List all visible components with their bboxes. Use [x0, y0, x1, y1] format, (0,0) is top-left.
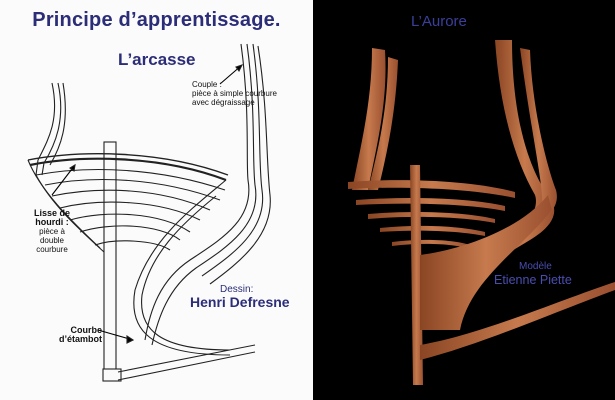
- model-credit-name: Etienne Piette: [494, 273, 572, 287]
- couple-annotation: Couple : pièce à simple courbure avec dé…: [192, 80, 277, 107]
- model-title: L’Aurore: [411, 13, 467, 30]
- couple-heading: Couple :: [192, 80, 222, 89]
- lisse-line-2: double: [39, 236, 65, 245]
- lisse-heading-2: hourdi :: [35, 217, 69, 227]
- courbe-heading-2: d’étambot: [58, 334, 102, 344]
- arcasse-line-drawing: [27, 43, 271, 382]
- diagram-subtitle: L’arcasse: [118, 50, 196, 69]
- lisse-line-3: courbure: [36, 245, 68, 254]
- model-credit-label: Modèle: [519, 261, 552, 272]
- page-title: Principe d’apprentissage.: [32, 9, 281, 31]
- drawing-credit-name: Henri Defresne: [190, 294, 290, 310]
- courbe-heading-1: Courbe: [70, 325, 103, 335]
- drawing-credit-label: Dessin:: [220, 284, 254, 295]
- lisse-heading-1: Lisse de: [33, 208, 71, 218]
- couple-line-2: avec dégraissage: [192, 98, 255, 107]
- couple-line-1: pièce à simple courbure: [192, 89, 277, 98]
- lisse-annotation: Lisse de hourdi : pièce à double courbur…: [28, 208, 76, 255]
- lisse-line-1: pièce à: [39, 227, 65, 236]
- courbe-annotation: Courbe d’étambot: [52, 326, 102, 344]
